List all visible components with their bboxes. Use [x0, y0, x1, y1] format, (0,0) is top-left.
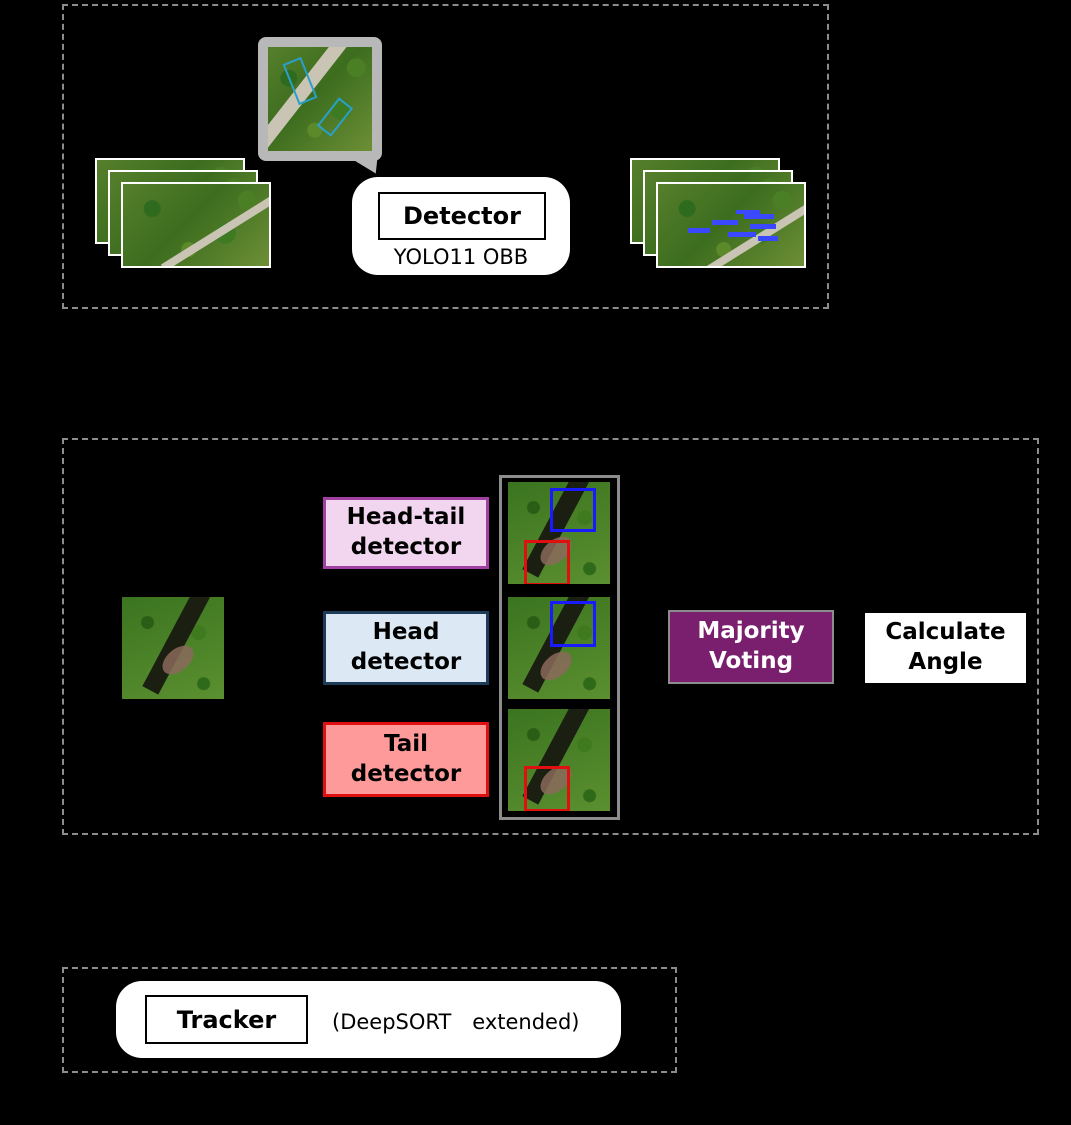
majority-voting-box: Majority Voting	[668, 610, 834, 684]
detector-model-label: YOLO11 OBB	[393, 245, 529, 269]
head-box	[550, 601, 596, 647]
detection-marks	[688, 210, 782, 246]
tail-result-crop	[508, 709, 610, 811]
detection-section	[62, 4, 829, 309]
head-result-crop	[508, 597, 610, 699]
head-detector-box: Head detector	[323, 611, 489, 685]
output-frame	[656, 182, 806, 268]
tracking-section	[62, 967, 677, 1073]
tracker-label: Tracker	[145, 995, 308, 1044]
head-box	[550, 488, 596, 532]
orientation-section	[62, 438, 1039, 835]
tail-box	[524, 540, 570, 584]
input-frame	[121, 182, 271, 268]
obb-box	[316, 97, 354, 137]
detector-label: Detector	[378, 192, 546, 240]
tail-detector-box: Tail detector	[323, 722, 489, 797]
input-crop-image	[122, 597, 224, 699]
tracker-method-label: (DeepSORT extended)	[332, 1010, 580, 1034]
head-tail-detector-box: Head-tail detector	[323, 497, 489, 569]
calculate-angle-box: Calculate Angle	[865, 613, 1026, 683]
result-crops-panel	[499, 475, 620, 820]
tail-box	[524, 766, 570, 811]
head-tail-result-crop	[508, 482, 610, 584]
detection-example-image	[268, 47, 372, 151]
